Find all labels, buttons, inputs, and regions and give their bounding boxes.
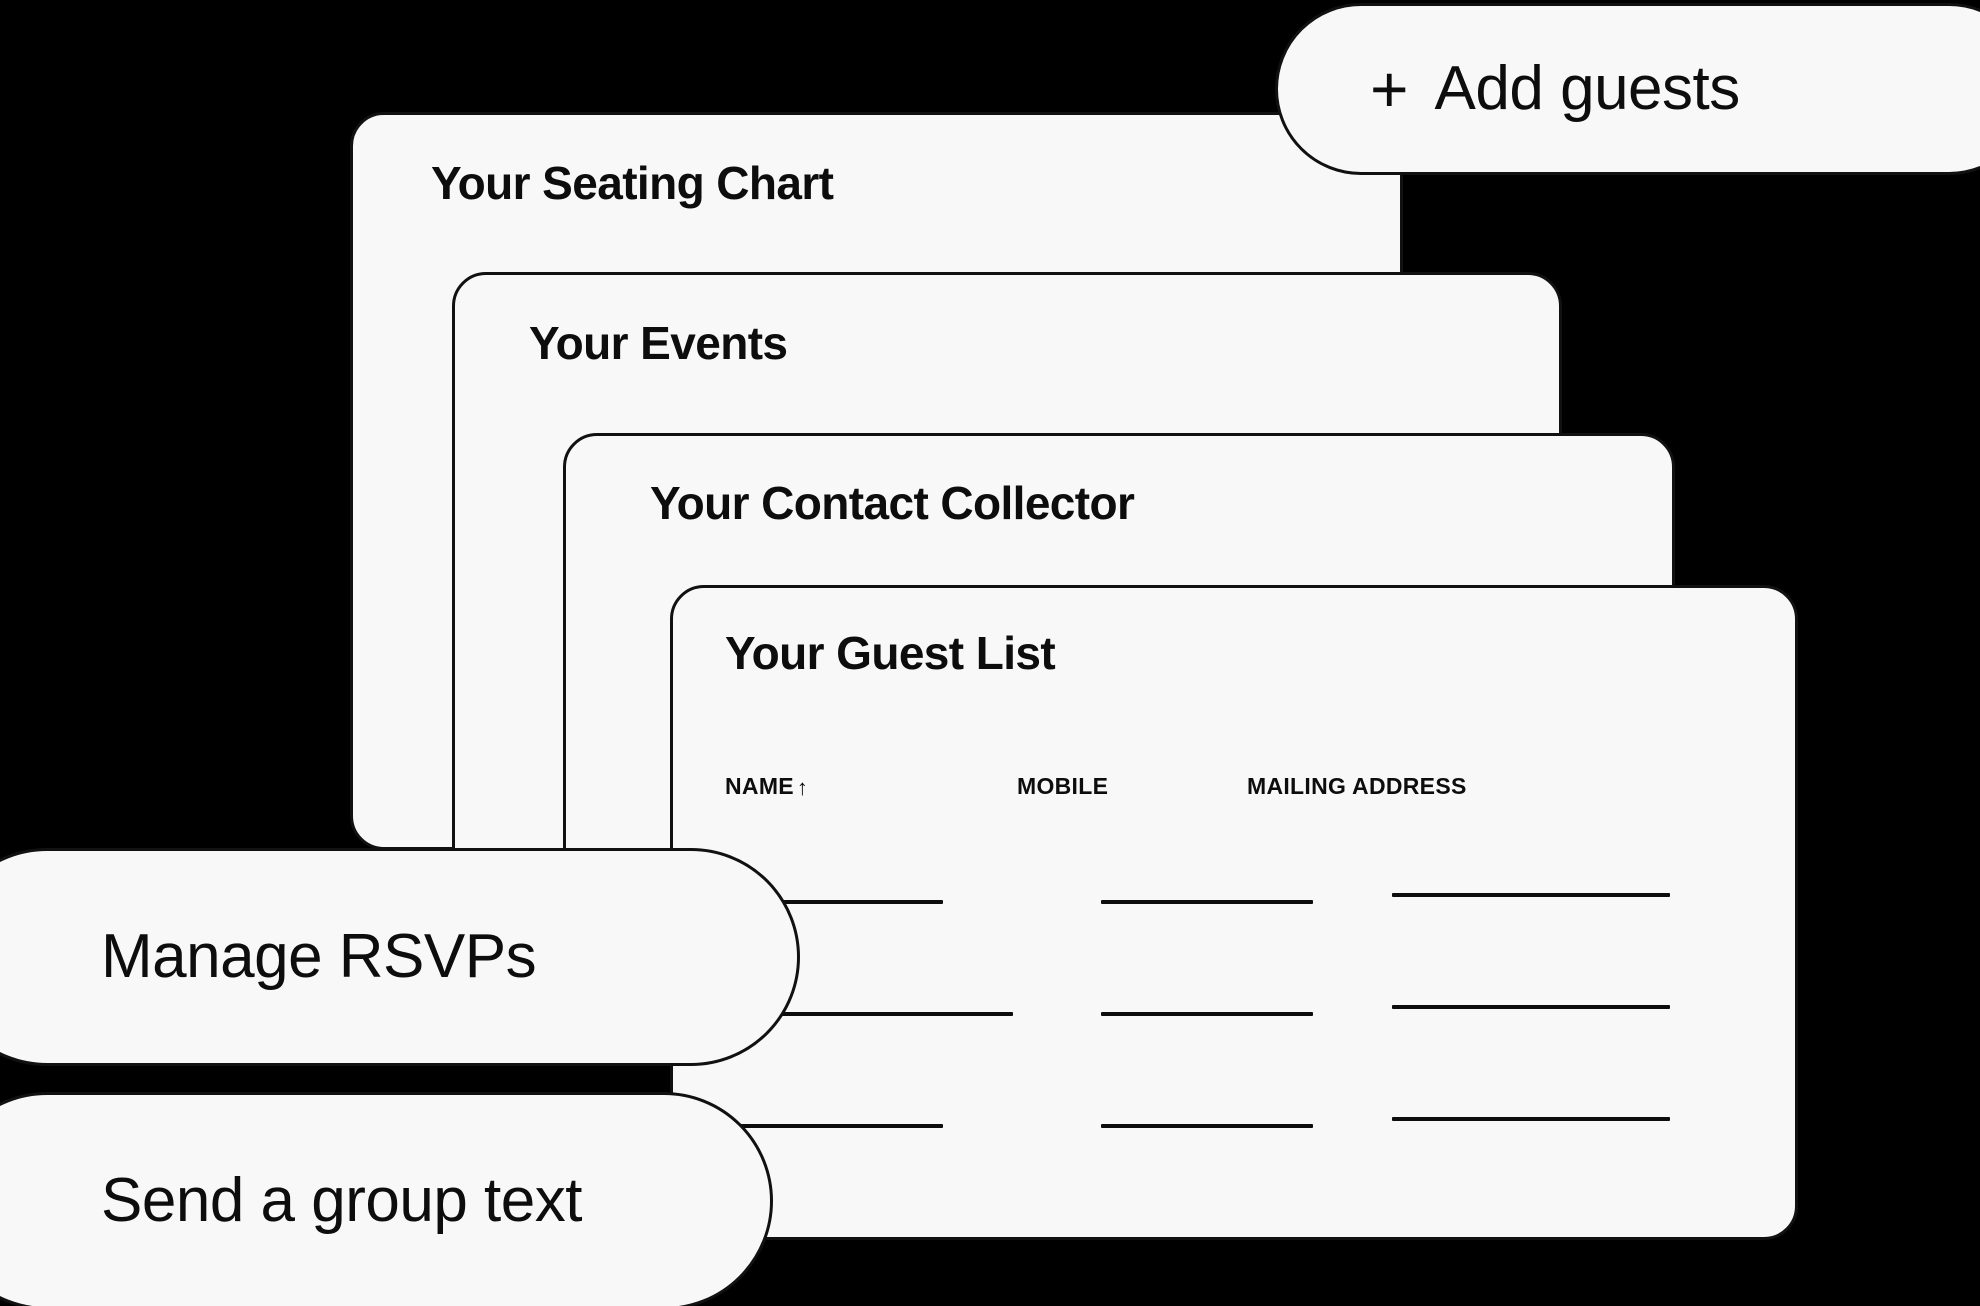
card-title-guest-list: Your Guest List <box>725 627 1056 679</box>
column-header-name-label: NAME <box>725 773 794 799</box>
table-row-2-mail-rule[interactable] <box>1392 1005 1670 1009</box>
column-header-mobile-label: MOBILE <box>1017 773 1109 799</box>
plus-icon: + <box>1370 52 1409 126</box>
column-header-mailing-address-label: MAILING ADDRESS <box>1247 773 1467 799</box>
send-group-text-button[interactable]: Send a group text <box>0 1092 773 1306</box>
send-group-text-label: Send a group text <box>101 1166 582 1235</box>
add-guests-button[interactable]: + Add guests <box>1275 3 1980 175</box>
table-row-2-mobile-rule[interactable] <box>1101 1012 1313 1016</box>
table-row-1-mail-rule[interactable] <box>1392 893 1670 897</box>
column-header-name[interactable]: NAME↑ <box>725 773 809 800</box>
table-row-3-mail-rule[interactable] <box>1392 1117 1670 1121</box>
table-row-3-name-rule[interactable] <box>593 1124 943 1128</box>
add-guests-label: Add guests <box>1434 54 1741 123</box>
manage-rsvps-label: Manage RSVPs <box>101 922 537 991</box>
table-row-3-mobile-rule[interactable] <box>1101 1124 1313 1128</box>
guest-list-rows <box>593 588 1795 1237</box>
card-guest-list[interactable]: Your Guest List NAME↑ MOBILE MAILING ADD… <box>593 585 1798 1240</box>
table-row-1-mobile-rule[interactable] <box>1101 900 1313 904</box>
sort-ascending-icon[interactable]: ↑ <box>796 775 809 800</box>
card-title-your-events: Your Events <box>529 317 788 369</box>
card-title-seating-chart: Your Seating Chart <box>431 157 834 209</box>
card-title-contact-collector: Your Contact Collector <box>650 477 1135 529</box>
column-header-mailing-address[interactable]: MAILING ADDRESS <box>1247 775 1467 798</box>
manage-rsvps-button[interactable]: Manage RSVPs <box>0 848 800 1066</box>
column-header-mobile[interactable]: MOBILE <box>1017 775 1108 798</box>
table-row-2-name-rule[interactable] <box>593 1012 1013 1016</box>
guest-list-table-header: NAME↑ MOBILE MAILING ADDRESS <box>673 775 1795 805</box>
